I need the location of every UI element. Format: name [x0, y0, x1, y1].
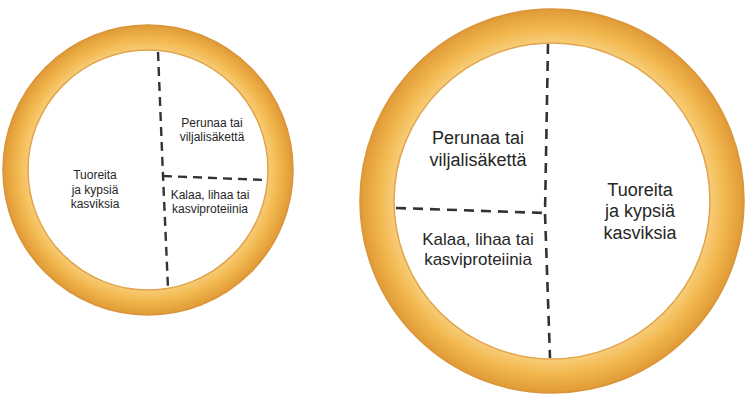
large-plate — [360, 9, 744, 393]
plate-center — [394, 43, 710, 359]
food-group-label: Tuoreita ja kypsiä kasviksia — [600, 180, 680, 245]
plate-section: Perunaa tai viljalisäkettä — [426, 128, 530, 171]
food-group-label: Tuoreita ja kypsiä kasviksia — [67, 168, 123, 211]
plate-section: Tuoreita ja kypsiä kasviksia — [600, 180, 680, 245]
plate-rim — [360, 9, 744, 393]
plate-section: Kalaa, lihaa tai kasviproteiinia — [168, 188, 252, 217]
plate-section: Tuoreita ja kypsiä kasviksia — [67, 168, 123, 211]
food-group-label: Perunaa tai viljalisäkettä — [176, 116, 248, 145]
plate-section: Kalaa, lihaa tai kasviproteiinia — [420, 230, 536, 271]
small-plate — [3, 25, 293, 315]
plate-rim — [3, 25, 293, 315]
food-group-label: Perunaa tai viljalisäkettä — [426, 128, 530, 171]
divider-line — [545, 44, 550, 358]
plate-section: Perunaa tai viljalisäkettä — [176, 116, 248, 145]
divider-line — [396, 208, 545, 213]
plate-center — [28, 50, 268, 290]
divider-line — [163, 176, 266, 180]
divider-line — [158, 52, 168, 288]
food-group-label: Kalaa, lihaa tai kasviproteiinia — [420, 230, 536, 271]
food-group-label: Kalaa, lihaa tai kasviproteiinia — [168, 188, 252, 217]
